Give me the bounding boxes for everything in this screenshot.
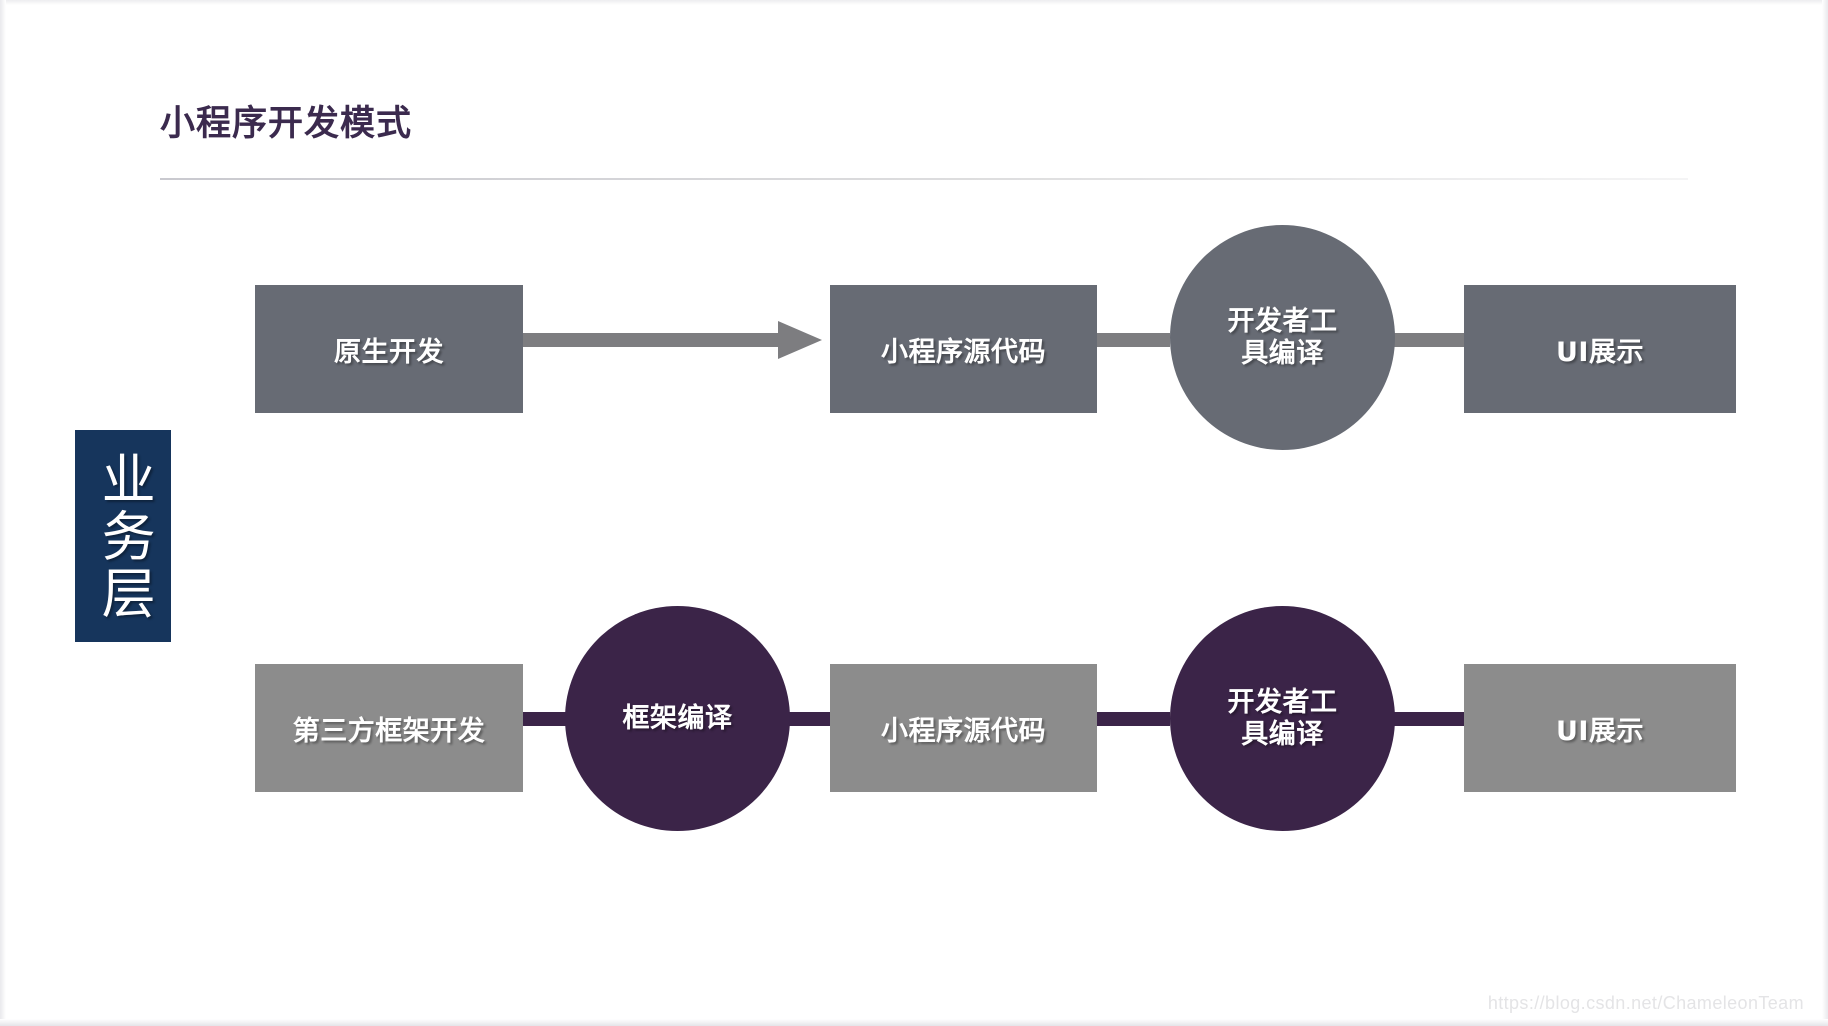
node-mini-source-bottom[interactable]: 小程序源代码 — [830, 664, 1097, 792]
connector-shaft — [1392, 712, 1470, 726]
node-label: 原生开发 — [334, 336, 444, 368]
node-framework-build[interactable]: 框架编译 — [565, 606, 790, 831]
node-devtool-build-bottom[interactable]: 开发者工 具编译 — [1170, 606, 1395, 831]
page-edge-bottom — [0, 1019, 1828, 1026]
connector-shaft — [1096, 712, 1170, 726]
node-label-line2: 具编译 — [1241, 337, 1324, 369]
node-ui-display-top[interactable]: UI展示 — [1464, 285, 1736, 413]
arrowhead-icon — [778, 321, 822, 359]
node-native-dev[interactable]: 原生开发 — [255, 285, 523, 413]
node-label: 小程序源代码 — [881, 336, 1046, 368]
page-edge-left — [0, 0, 6, 1026]
connector-shaft — [520, 333, 782, 347]
connector-native-dev-to-source — [520, 321, 822, 359]
node-label: 小程序源代码 — [881, 715, 1046, 747]
node-label: 框架编译 — [622, 702, 733, 734]
node-label: UI展示 — [1556, 715, 1644, 747]
layer-label-business: 业务层 — [75, 430, 171, 642]
node-label-line1: 开发者工 — [1227, 686, 1338, 718]
connector-shaft — [778, 712, 846, 726]
connector-source-to-devtool-bottom — [1096, 712, 1170, 726]
layer-label-text: 业务层 — [92, 450, 156, 622]
node-label: UI展示 — [1556, 336, 1644, 368]
watermark-text: https://blog.csdn.net/ChameleonTeam — [1487, 993, 1804, 1013]
title-divider — [160, 178, 1688, 180]
page-edge-right — [1822, 0, 1828, 1026]
node-label-line2: 具编译 — [1241, 718, 1324, 750]
connector-shaft — [1096, 333, 1170, 347]
node-ui-display-bottom[interactable]: UI展示 — [1464, 664, 1736, 792]
node-label-line1: 开发者工 — [1227, 305, 1338, 337]
connector-source-to-devtool — [1096, 333, 1170, 347]
page-title: 小程序开发模式 — [160, 104, 413, 143]
page-edge-top — [0, 0, 1828, 5]
node-thirdparty-dev[interactable]: 第三方框架开发 — [255, 664, 523, 792]
node-label: 第三方框架开发 — [292, 715, 486, 747]
connector-shaft — [1392, 333, 1470, 347]
node-devtool-build-top[interactable]: 开发者工 具编译 — [1170, 225, 1395, 450]
node-mini-source-top[interactable]: 小程序源代码 — [830, 285, 1097, 413]
